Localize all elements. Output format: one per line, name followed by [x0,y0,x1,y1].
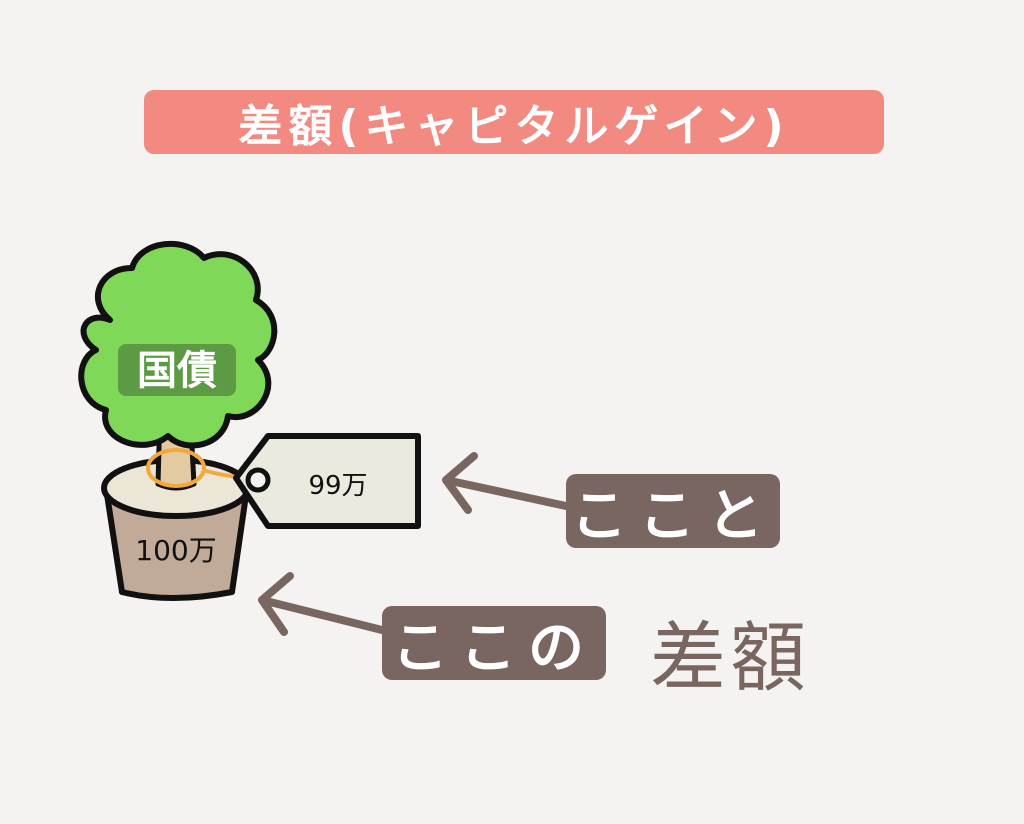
canopy-badge [118,344,236,396]
pot-label: 100万 [135,534,216,567]
label-koko-to: ここと [566,474,780,549]
label-koko-no: ここの [382,606,606,681]
title-banner: 差額(キャピタルゲイン) [144,90,884,154]
label-koko-no-text: ここの [392,615,596,681]
canopy-label: 国債 [137,348,217,394]
label-koko-to-text: ここと [571,483,775,549]
arrow-to-pot [258,572,386,636]
price-tag [233,433,421,529]
arrow-to-tag [442,452,570,514]
tag-hole [245,467,271,493]
title-text: 差額(キャピタルゲイン) [238,101,790,152]
tag-cord-loop [146,448,206,488]
difference-text: 差額 [650,613,810,702]
tag-label: 99万 [308,471,367,501]
